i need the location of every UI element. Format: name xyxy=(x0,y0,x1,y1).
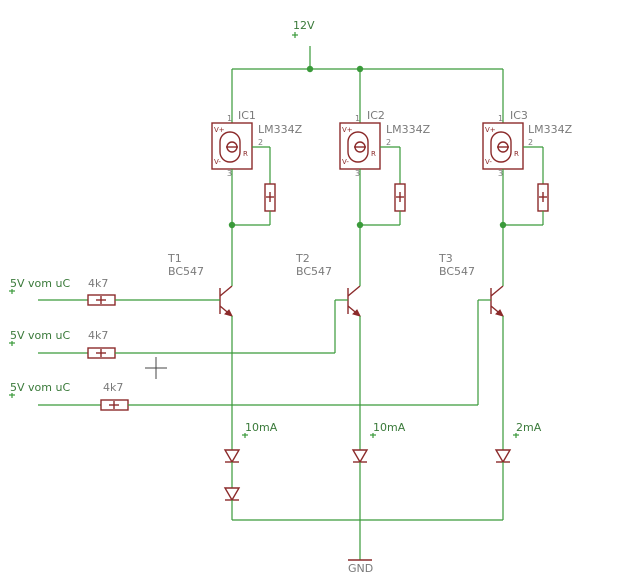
ic2-pin1: 1 xyxy=(355,114,360,123)
supply-label: 12V xyxy=(293,19,315,32)
led-column-2: 10mA xyxy=(351,421,406,560)
input-1-label: 5V vom uC xyxy=(10,277,70,290)
ic2-pin-r: R xyxy=(371,150,376,158)
current-3-label: 2mA xyxy=(516,421,542,434)
ic3-pin2: 2 xyxy=(528,138,533,147)
led-column-1: 10mA xyxy=(223,421,278,520)
ic2-pin-vplus: V+ xyxy=(342,126,353,134)
supply-net: 12V xyxy=(231,19,504,123)
ic3-ref: IC3 xyxy=(510,109,528,122)
input-1-resistor: 4k7 xyxy=(88,277,108,290)
t2-ref: T2 xyxy=(295,252,310,265)
ic3-lm334z: V+ V- R IC3 LM334Z 1 2 3 xyxy=(482,109,573,178)
set-resistors xyxy=(228,147,549,282)
input-1: 5V vom uC 4k7 xyxy=(9,277,220,306)
ic3-pin-r: R xyxy=(514,150,519,158)
transistor-t1: T1 BC547 xyxy=(167,252,233,450)
ic2-ref: IC2 xyxy=(367,109,385,122)
ic2-pin-vminus: V- xyxy=(342,158,349,166)
t3-value: BC547 xyxy=(439,265,475,278)
transistor-t2: T2 BC547 xyxy=(295,252,361,450)
led-column-3: 2mA xyxy=(494,421,542,520)
input-3-label: 5V vom uC xyxy=(10,381,70,394)
current-1-label: 10mA xyxy=(245,421,278,434)
crosshair-cursor-icon xyxy=(145,357,167,379)
ic1-pin3: 3 xyxy=(227,169,232,178)
ic3-pin3: 3 xyxy=(498,169,503,178)
input-3: 5V vom uC 4k7 xyxy=(9,299,491,411)
ic2-pin2: 2 xyxy=(386,138,391,147)
input-2-label: 5V vom uC xyxy=(10,329,70,342)
input-2: 5V vom uC 4k7 xyxy=(9,299,348,359)
ic2-pin3: 3 xyxy=(355,169,360,178)
input-3-resistor: 4k7 xyxy=(103,381,123,394)
ic2-value: LM334Z xyxy=(386,123,431,136)
ic2-lm334z: V+ V- R IC2 LM334Z 1 2 3 xyxy=(339,109,431,178)
transistor-t3: T3 BC547 xyxy=(438,252,504,450)
ground-net: GND xyxy=(232,519,503,575)
current-2-label: 10mA xyxy=(373,421,406,434)
t3-ref: T3 xyxy=(438,252,453,265)
t1-value: BC547 xyxy=(168,265,204,278)
ic1-pin-vminus: V- xyxy=(214,158,221,166)
ic3-pin-vminus: V- xyxy=(485,158,492,166)
ic1-pin2: 2 xyxy=(258,138,263,147)
ic1-pin-vplus: V+ xyxy=(214,126,225,134)
ic1-lm334z: V+ V- R IC1 LM334Z 1 2 3 xyxy=(211,109,303,178)
ic3-pin1: 1 xyxy=(498,114,503,123)
ic1-ref: IC1 xyxy=(238,109,256,122)
input-2-resistor: 4k7 xyxy=(88,329,108,342)
ic3-pin-vplus: V+ xyxy=(485,126,496,134)
ic1-pin1: 1 xyxy=(227,114,232,123)
t2-value: BC547 xyxy=(296,265,332,278)
ic1-value: LM334Z xyxy=(258,123,303,136)
t1-ref: T1 xyxy=(167,252,182,265)
ground-label: GND xyxy=(348,562,373,575)
ic3-value: LM334Z xyxy=(528,123,573,136)
ic1-pin-r: R xyxy=(243,150,248,158)
